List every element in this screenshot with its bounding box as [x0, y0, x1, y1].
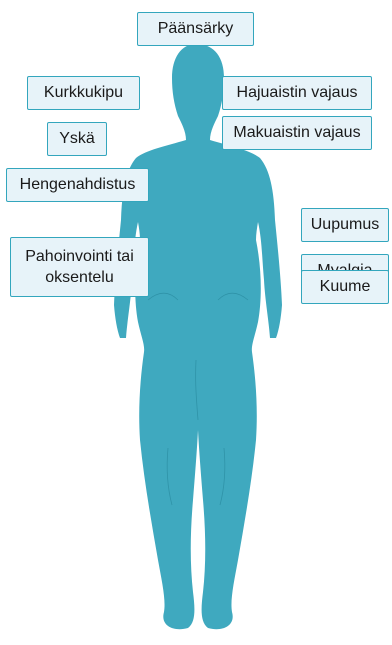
- symptom-label-smell-loss: Hajuaistin vajaus: [222, 76, 372, 110]
- symptom-label-fatigue: Uupumus: [301, 208, 389, 242]
- symptom-label-headache: Päänsärky: [137, 12, 254, 46]
- symptom-label-cough: Yskä: [47, 122, 107, 156]
- symptom-label-shortness-of-breath: Hengenahdistus: [6, 168, 149, 202]
- symptom-label-fever: Kuume: [301, 270, 389, 304]
- symptom-label-sore-throat: Kurkkukipu: [27, 76, 140, 110]
- symptom-label-nausea: Pahoinvointi tai oksentelu: [10, 237, 149, 297]
- symptom-label-taste-loss: Makuaistin vajaus: [222, 116, 372, 150]
